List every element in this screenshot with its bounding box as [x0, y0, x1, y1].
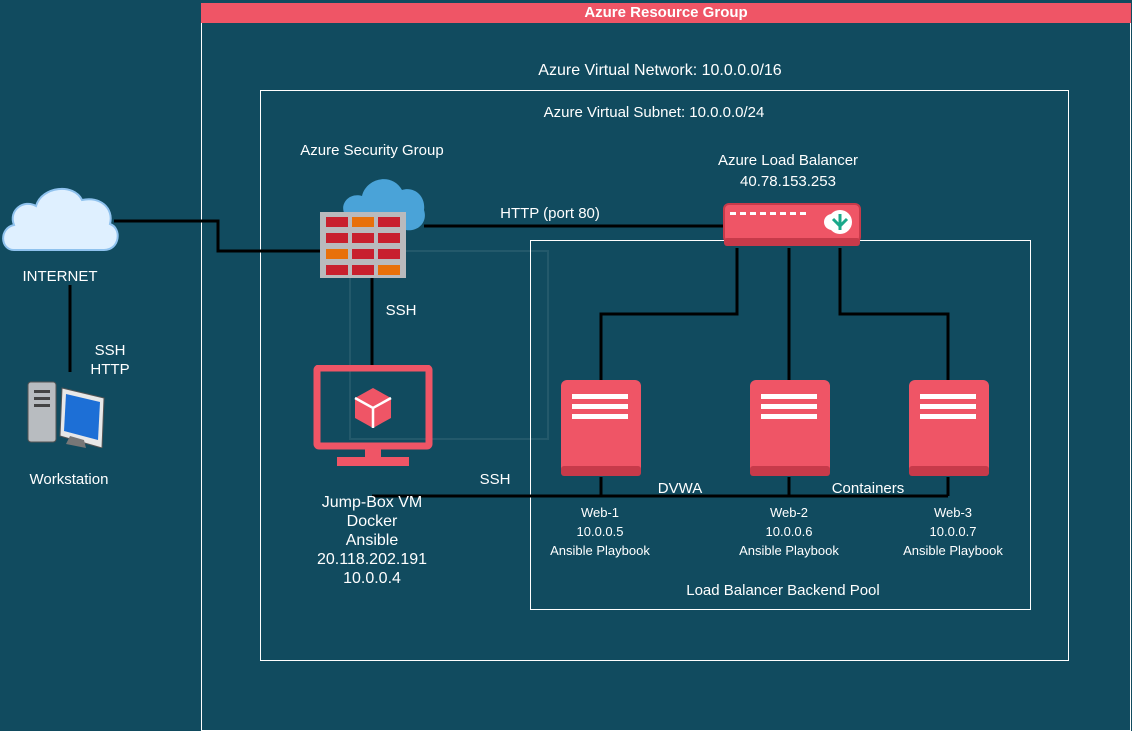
lb-to-web3-link — [838, 248, 950, 380]
lb-to-web1-link — [599, 248, 739, 380]
dvwa-label: DVWA — [657, 480, 703, 497]
security-group-label: Azure Security Group — [300, 142, 444, 159]
jumpbox-line-2: Docker — [346, 513, 398, 530]
load-balancer-icon — [723, 203, 861, 246]
jumpbox-line-4: 20.118.202.191 — [316, 551, 428, 568]
workstation-link-label-ssh: SSH — [94, 342, 126, 359]
workstation-label: Workstation — [29, 471, 109, 488]
vnet-label: Azure Virtual Network: 10.0.0.0/16 — [538, 62, 782, 79]
subnet-container — [260, 90, 1069, 661]
jumpbox-line-1: Jump-Box VM — [321, 494, 423, 511]
web3-ip: 10.0.0.7 — [929, 524, 977, 539]
workstation-icon — [27, 381, 105, 448]
server-icon — [750, 380, 830, 476]
web1-name: Web-1 — [580, 505, 620, 520]
cloud-icon — [2, 187, 119, 251]
web1-ip: 10.0.0.5 — [576, 524, 624, 539]
web3-role: Ansible Playbook — [903, 543, 1003, 558]
web2-role: Ansible Playbook — [739, 543, 839, 558]
containers-label: Containers — [831, 480, 905, 497]
http-link-label: HTTP (port 80) — [500, 205, 600, 222]
server-icon — [909, 380, 989, 476]
internet-to-firewall-link — [114, 219, 322, 253]
workstation-link-label-http: HTTP — [90, 361, 130, 378]
load-balancer-ip: 40.78.153.253 — [740, 173, 836, 190]
jumpbox-line-5: 10.0.0.4 — [343, 570, 401, 587]
web2-name: Web-2 — [769, 505, 809, 520]
web2-ip: 10.0.0.6 — [765, 524, 813, 539]
ssh-web-link-label: SSH — [479, 471, 511, 488]
backend-pool-label: Load Balancer Backend Pool — [686, 582, 880, 599]
ghost-frame — [349, 250, 549, 440]
firewall-icon — [320, 179, 425, 278]
vm-monitor-icon — [313, 365, 433, 466]
jumpbox-line-3: Ansible — [345, 532, 399, 549]
load-balancer-name: Azure Load Balancer — [717, 152, 859, 169]
web3-name: Web-3 — [933, 505, 973, 520]
internet-label: INTERNET — [22, 268, 98, 285]
resource-group-title: Azure Resource Group — [201, 3, 1131, 23]
server-icon — [561, 380, 641, 476]
subnet-label: Azure Virtual Subnet: 10.0.0.0/24 — [543, 104, 765, 121]
ssh-firewall-link-label: SSH — [385, 302, 417, 319]
web1-role: Ansible Playbook — [550, 543, 650, 558]
